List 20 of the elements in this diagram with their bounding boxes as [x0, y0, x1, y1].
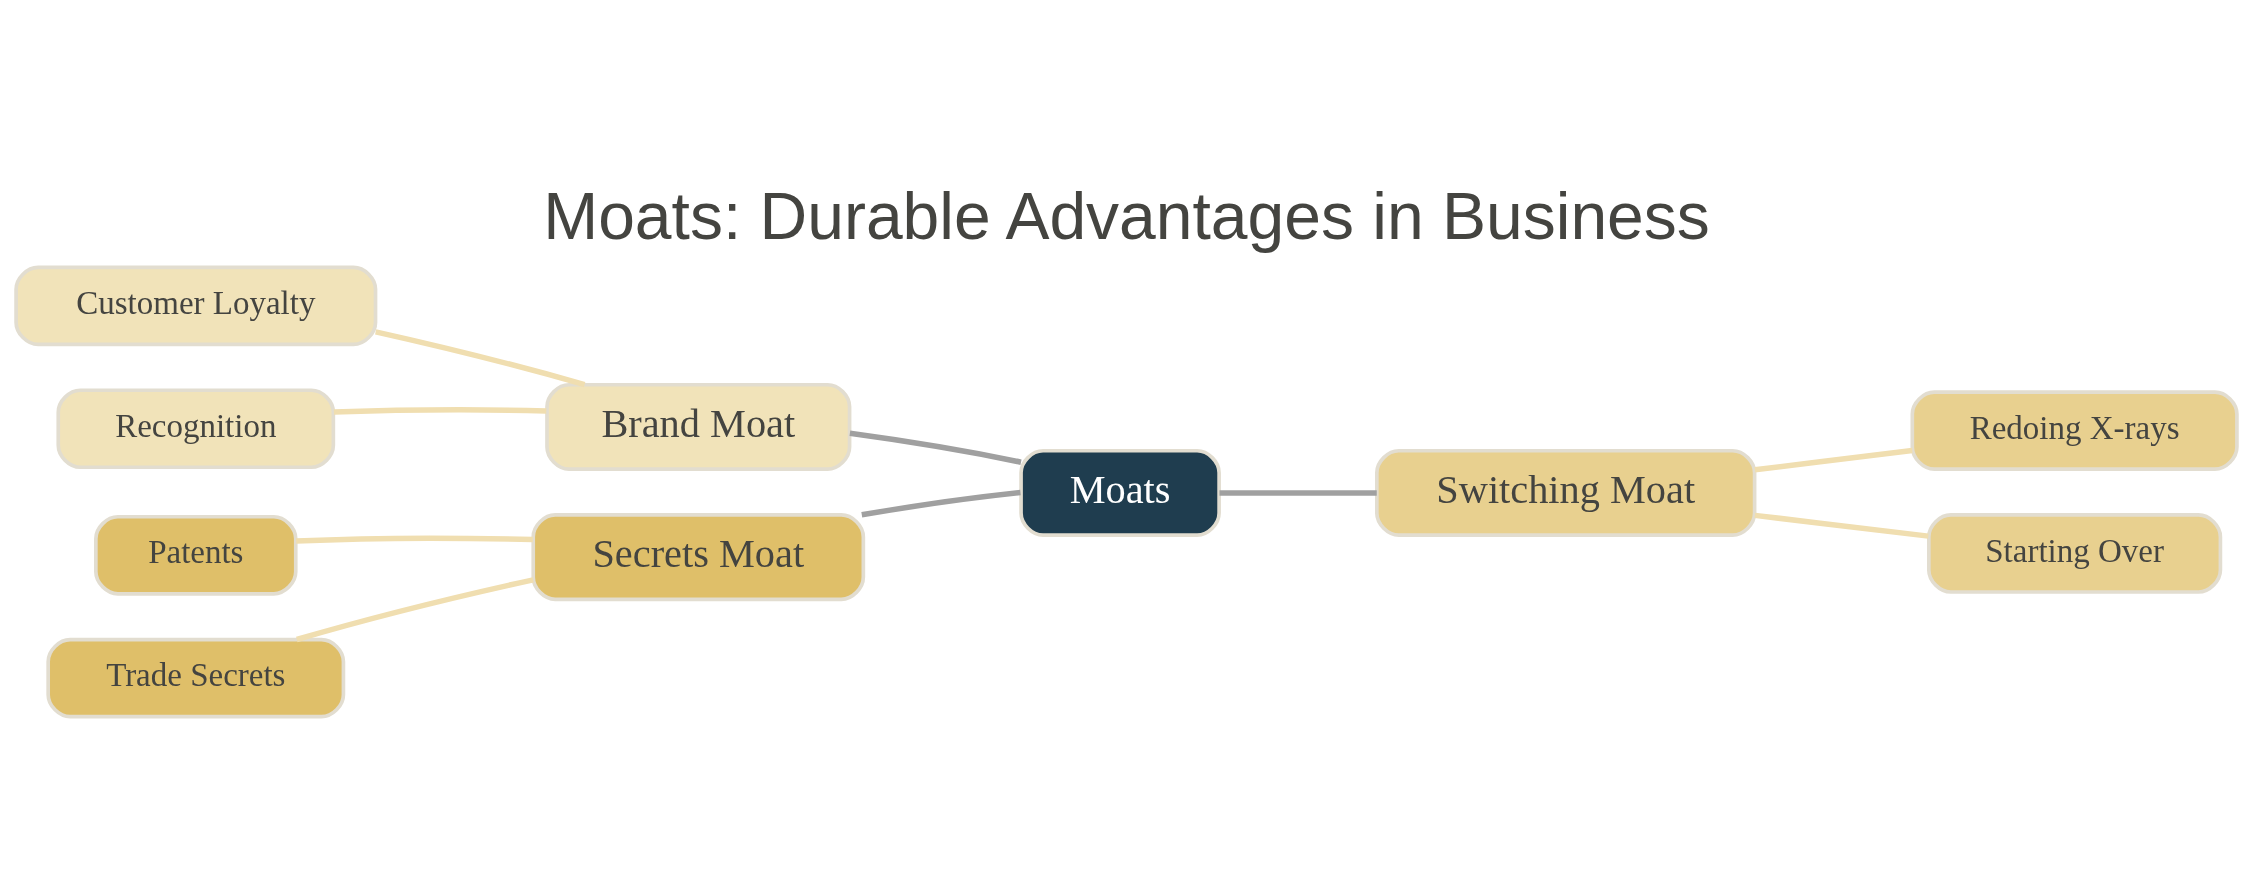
- connector: [1754, 512, 1929, 539]
- connector: [861, 489, 1021, 518]
- connector: [296, 577, 534, 643]
- node-box: Secrets Moat: [531, 513, 866, 602]
- node-box: Recognition: [56, 388, 336, 470]
- connector: [296, 535, 533, 544]
- node-box: Redoing X-rays: [1910, 390, 2239, 471]
- node-box: Starting Over: [1927, 513, 2223, 594]
- connector: [1754, 447, 1913, 473]
- connector: [333, 407, 547, 415]
- connector: [849, 430, 1022, 465]
- node-box: Customer Loyalty: [14, 265, 378, 347]
- node-box: Brand Moat: [545, 382, 852, 471]
- node-box: Trade Secrets: [46, 637, 346, 719]
- node-box: Switching Moat: [1375, 448, 1757, 537]
- node-box: Moats: [1019, 448, 1221, 537]
- node-box: Patents: [94, 514, 298, 596]
- connector: [1219, 490, 1377, 496]
- diagram-title: Moats: Durable Advantages in Business: [543, 179, 1710, 254]
- connector: [375, 329, 586, 388]
